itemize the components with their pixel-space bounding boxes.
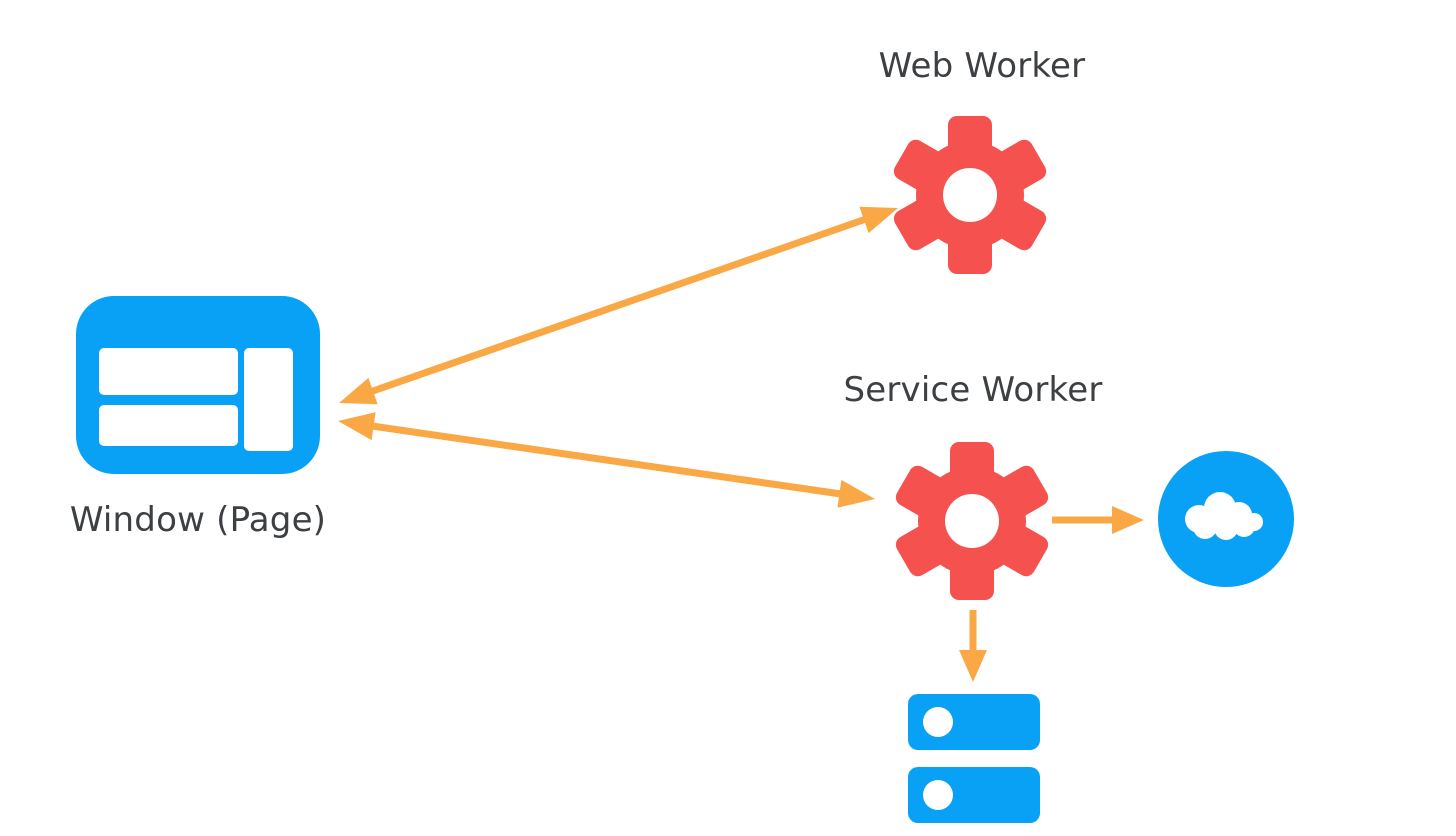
- arrowhead-to-window: [338, 412, 376, 441]
- arrowhead-to-serviceworker: [837, 479, 875, 508]
- arrowhead-to-window: [339, 377, 378, 405]
- service-worker-label: Service Worker: [843, 370, 1103, 410]
- browser-window-icon: [76, 296, 320, 474]
- arrow-serviceworker-storage: [959, 610, 987, 682]
- arrow-serviceworker-network: [1052, 506, 1144, 534]
- database-stack-icon: [908, 694, 1040, 823]
- window-page-label: Window (Page): [69, 500, 327, 540]
- gear-icon: [892, 442, 1052, 600]
- arrowhead-to-storage: [959, 650, 987, 682]
- arrow-window-serviceworker: [338, 412, 875, 508]
- gear-icon: [890, 116, 1050, 274]
- web-worker-label: Web Worker: [878, 46, 1086, 86]
- arrowhead-to-network: [1112, 506, 1144, 534]
- cloud-icon: [1158, 451, 1294, 587]
- arrow-window-webworker: [339, 206, 898, 405]
- arrowhead-to-webworker: [859, 206, 898, 234]
